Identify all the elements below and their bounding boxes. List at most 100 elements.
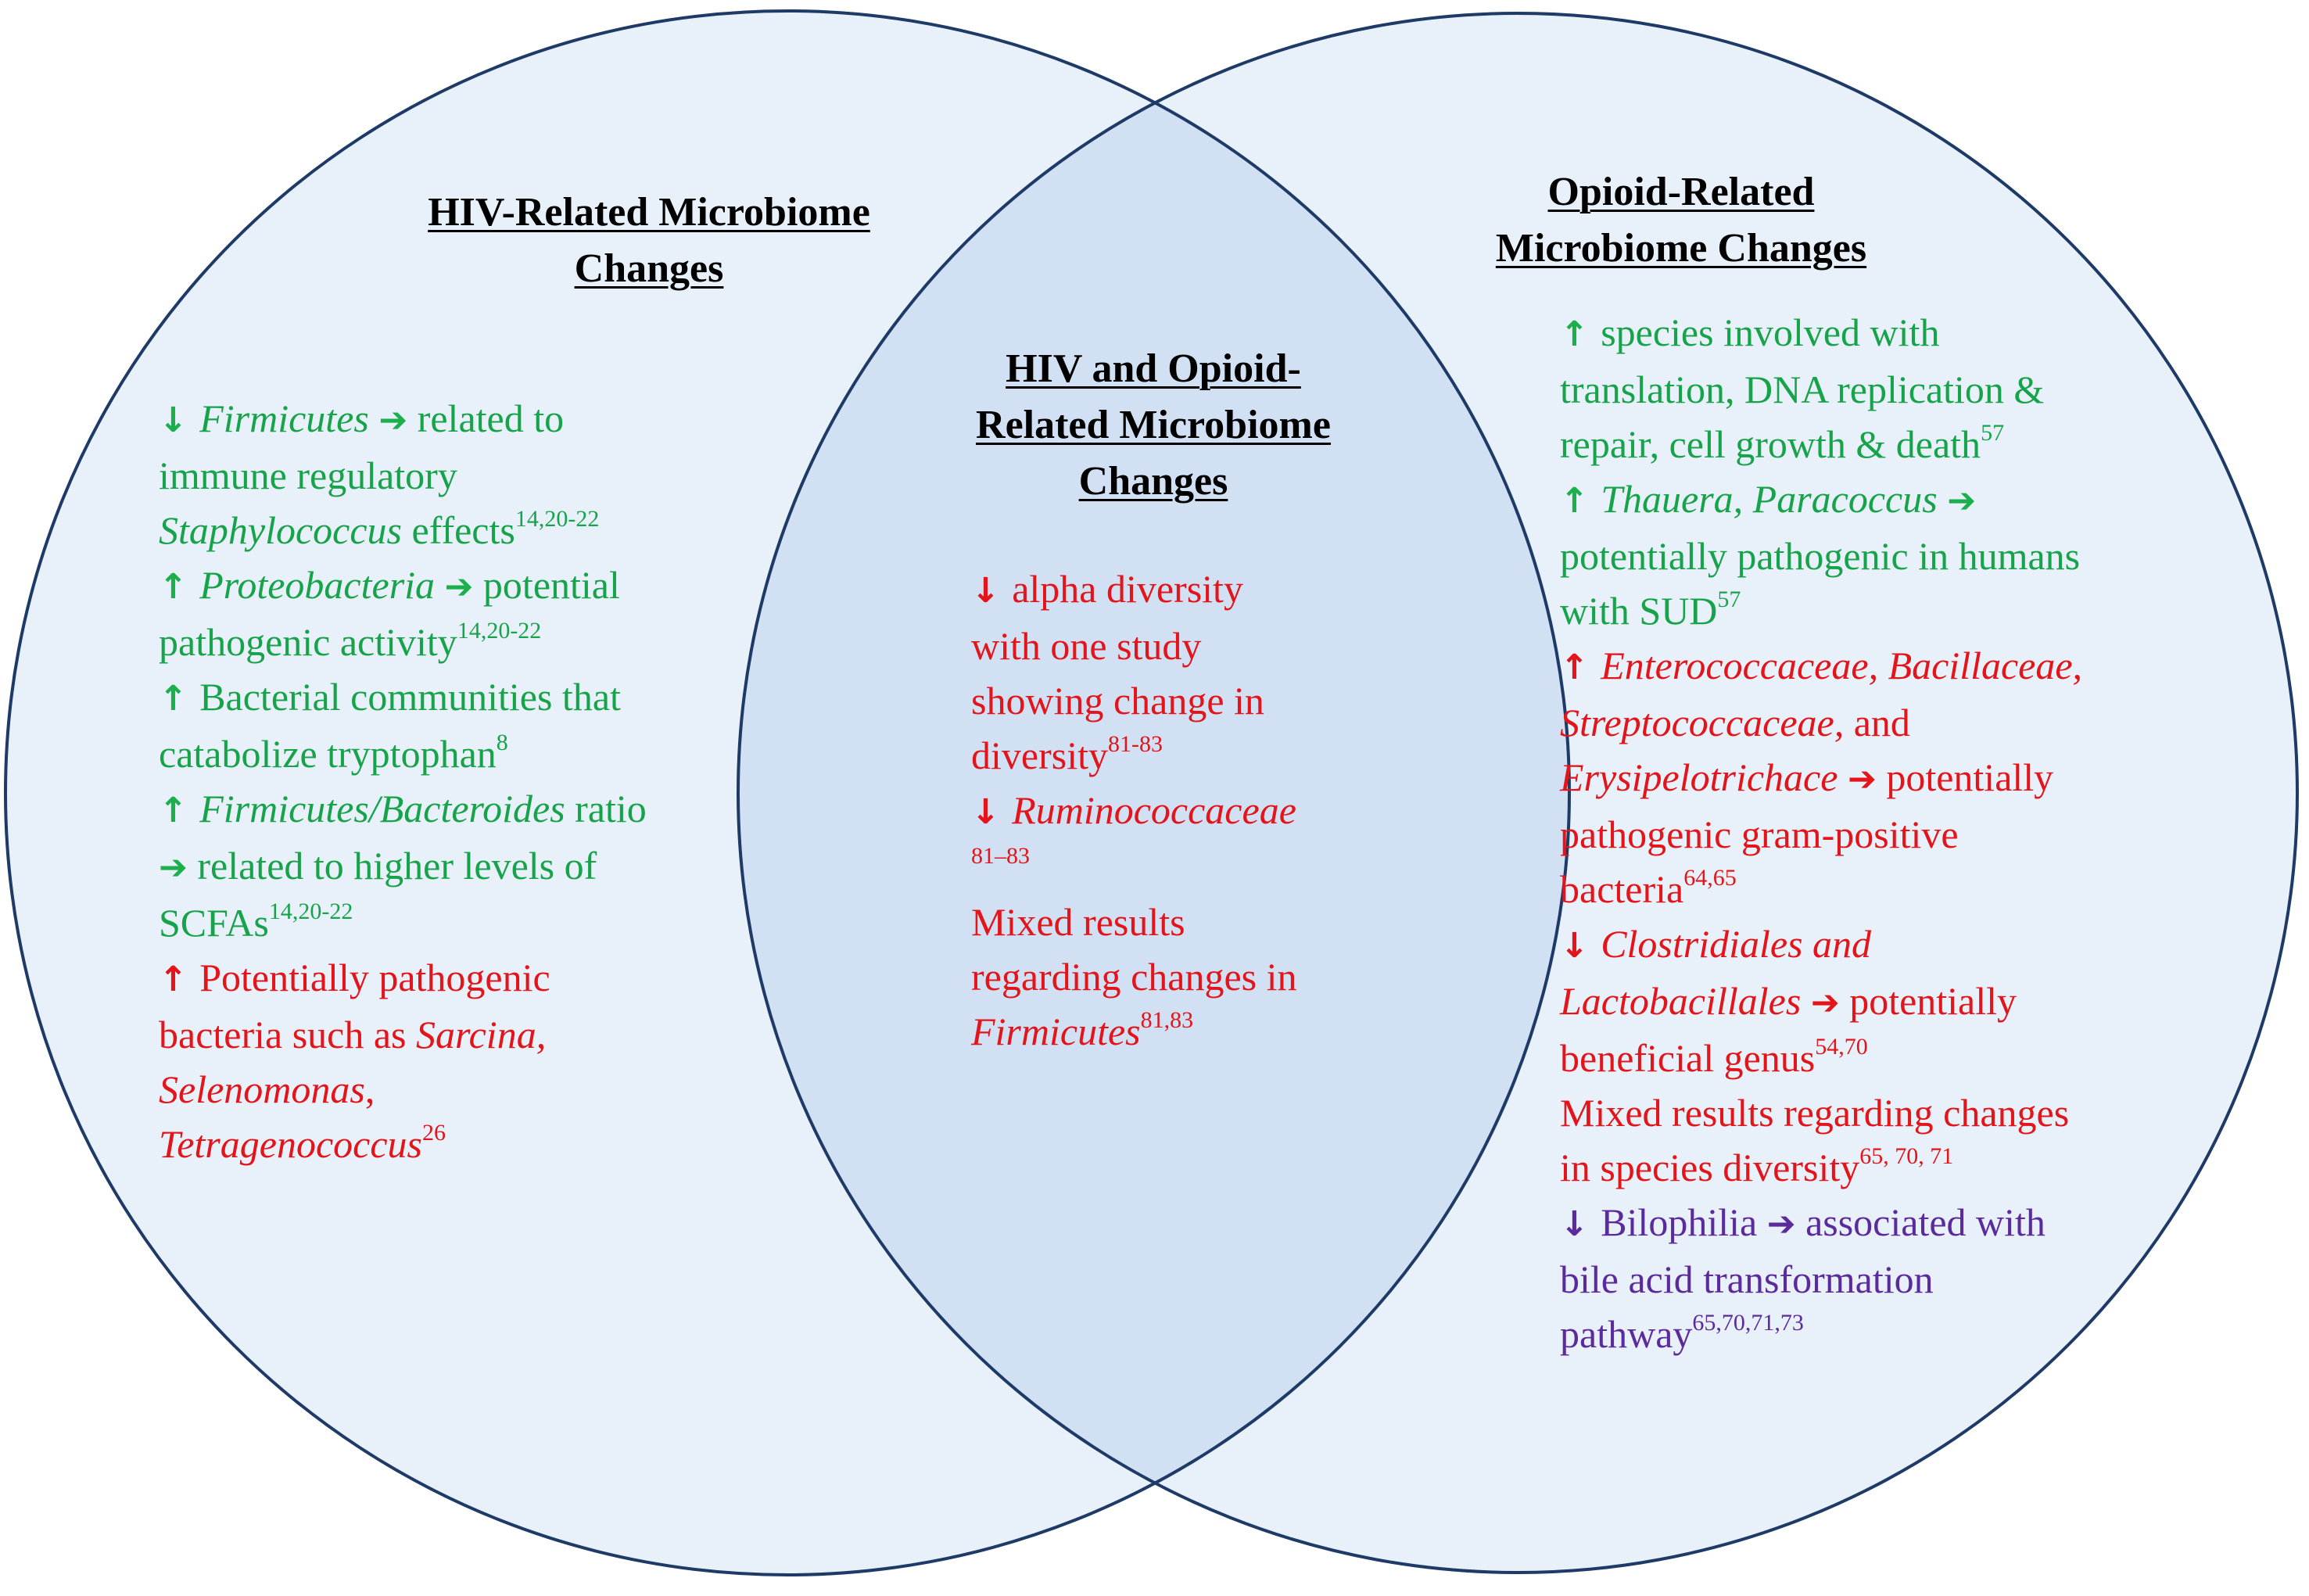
down-arrow-icon: ↓ bbox=[159, 400, 200, 440]
item-text: translation, DNA replication & bbox=[1560, 368, 2045, 411]
overlap-heading-text: HIV and Opioid- bbox=[1006, 346, 1301, 391]
hiv-list-item: Selenomonas, bbox=[159, 1062, 647, 1117]
citation: 57 bbox=[1717, 586, 1741, 612]
taxon-name: Selenomonas bbox=[159, 1067, 365, 1111]
up-arrow-icon: ↑ bbox=[159, 791, 200, 830]
overlap-list-item: diversity81-83 bbox=[971, 728, 1297, 783]
overlap-list-item: regarding changes in bbox=[971, 949, 1297, 1004]
item-text bbox=[1838, 755, 1848, 799]
item-text: repair, cell growth & death bbox=[1560, 422, 1981, 466]
right-arrow-icon: ➔ bbox=[1947, 481, 1977, 521]
taxon-name: Firmicutes bbox=[971, 1010, 1141, 1053]
opioid-list-item: Streptococcaceae, and bbox=[1560, 695, 2082, 750]
opioid-list-item: repair, cell growth & death57 bbox=[1560, 417, 2082, 472]
hiv-heading-text: Changes bbox=[574, 246, 724, 291]
opioid-list-item: in species diversity65, 70, 71 bbox=[1560, 1140, 2082, 1195]
up-arrow-icon: ↑ bbox=[159, 567, 200, 607]
right-arrow-icon: ➔ bbox=[1847, 759, 1877, 799]
item-text: alpha diversity bbox=[1012, 567, 1243, 611]
hiv-list-item: ↑ Proteobacteria ➔ potential bbox=[159, 558, 647, 615]
taxon-name: Tetragenococcus bbox=[159, 1122, 422, 1166]
item-text: related to bbox=[407, 396, 565, 440]
opioid-heading-line: Microbiome Changes bbox=[1400, 221, 1963, 277]
opioid-heading-text: Opioid-Related bbox=[1547, 170, 1815, 214]
overlap-list-item: ↓ alpha diversity bbox=[971, 561, 1297, 619]
item-text: effects bbox=[402, 508, 515, 552]
opioid-list-item: Erysipelotrichace ➔ potentially bbox=[1560, 750, 2082, 807]
opioid-list-item: pathway65,70,71,73 bbox=[1560, 1307, 2082, 1361]
item-text bbox=[435, 563, 445, 607]
opioid-circle-outline bbox=[737, 12, 2299, 1574]
citation: 14,20-22 bbox=[515, 506, 600, 532]
item-text: beneficial genus bbox=[1560, 1036, 1816, 1080]
citation: 81-83 bbox=[1107, 731, 1163, 757]
overlap-list-item: showing change in bbox=[971, 673, 1297, 728]
right-arrow-icon: ➔ bbox=[378, 400, 408, 440]
item-text bbox=[1938, 477, 1948, 521]
citation: 64,65 bbox=[1683, 865, 1737, 891]
item-text: associated with bbox=[1795, 1200, 2045, 1244]
taxon-name: Clostridiales and bbox=[1601, 922, 1872, 966]
hiv-list-item: ➔ related to higher levels of bbox=[159, 838, 647, 895]
overlap-list-item: Mixed results bbox=[971, 895, 1297, 949]
opioid-list-item: translation, DNA replication & bbox=[1560, 362, 2082, 417]
hiv-heading-line: HIV-Related Microbiome bbox=[328, 185, 970, 241]
opioid-list-item: ↑ Enterococcaceae, Bacillaceae, bbox=[1560, 638, 2082, 695]
overlap-list: ↓ alpha diversity with one study showing c… bbox=[971, 561, 1297, 1059]
item-text: potentially pathogenic in humans bbox=[1560, 534, 2081, 578]
item-text: Mixed results regarding changes bbox=[1560, 1091, 2070, 1135]
up-arrow-icon: ↑ bbox=[1560, 314, 1601, 354]
item-text: and bbox=[1844, 701, 1910, 744]
hiv-list-item: ↑ Firmicutes/Bacteroides ratio bbox=[159, 781, 647, 838]
citation: 14,20-22 bbox=[457, 618, 542, 644]
citation: 14,20-22 bbox=[268, 898, 353, 924]
right-arrow-icon: ➔ bbox=[1766, 1204, 1796, 1244]
taxon-name: Staphylococcus bbox=[159, 508, 403, 552]
taxon-name: Enterococcaceae, Bacillaceae, bbox=[1601, 644, 2083, 687]
right-arrow-icon: ➔ bbox=[444, 567, 474, 607]
up-arrow-icon: ↑ bbox=[159, 959, 200, 999]
up-arrow-icon: ↑ bbox=[1560, 647, 1601, 687]
hiv-list-item: Tetragenococcus26 bbox=[159, 1117, 647, 1171]
item-text: immune regulatory bbox=[159, 454, 457, 497]
citation: 65, 70, 71 bbox=[1859, 1143, 1954, 1169]
item-text: pathogenic gram-positive bbox=[1560, 812, 1959, 856]
down-arrow-icon: ↓ bbox=[971, 792, 1013, 832]
hiv-list-item: Staphylococcus effects14,20-22 bbox=[159, 503, 647, 558]
hiv-list-item: catabolize tryptophan8 bbox=[159, 726, 647, 781]
item-text: potentially bbox=[1876, 755, 2054, 799]
item-text: pathway bbox=[1560, 1312, 1693, 1356]
overlap-region bbox=[738, 13, 1569, 1573]
item-text: in species diversity bbox=[1560, 1146, 1860, 1189]
opioid-heading-text: Microbiome Changes bbox=[1495, 226, 1867, 271]
item-text bbox=[1801, 979, 1811, 1023]
item-text: related to higher levels of bbox=[187, 844, 597, 888]
opioid-list-item: with SUD57 bbox=[1560, 583, 2082, 638]
hiv-list-item: immune regulatory bbox=[159, 448, 647, 503]
down-arrow-icon: ↓ bbox=[1560, 1204, 1601, 1244]
overlap-list-item: with one study bbox=[971, 619, 1297, 673]
hiv-circle-outline bbox=[4, 9, 1571, 1576]
opioid-list-item: ↓ Bilophilia ➔ associated with bbox=[1560, 1195, 2082, 1252]
opioid-list-item: bacteria64,65 bbox=[1560, 862, 2082, 916]
opioid-list-item: Mixed results regarding changes bbox=[1560, 1085, 2082, 1140]
item-text bbox=[369, 396, 379, 440]
opioid-list-item: Lactobacillales ➔ potentially bbox=[1560, 974, 2082, 1031]
opioid-list-item: ↑ Thauera, Paracoccus ➔ bbox=[1560, 472, 2082, 529]
hiv-list-item: pathogenic activity14,20-22 bbox=[159, 615, 647, 669]
hiv-list-item: ↓ Firmicutes ➔ related to bbox=[159, 391, 647, 448]
overlap-heading-text: Related Microbiome bbox=[976, 403, 1331, 447]
hiv-list-item: ↑ Bacterial communities that bbox=[159, 669, 647, 726]
item-text: bacteria such as bbox=[159, 1013, 417, 1056]
item-text: with one study bbox=[971, 624, 1202, 668]
hiv-list: ↓ Firmicutes ➔ related to immune regulato… bbox=[159, 391, 647, 1171]
item-text: Potentially pathogenic bbox=[199, 956, 550, 999]
overlap-list-item: 81–83 bbox=[971, 840, 1297, 895]
taxon-name: Lactobacillales bbox=[1560, 979, 1802, 1023]
item-text: bile acid transformation bbox=[1560, 1257, 1934, 1301]
citation: 8 bbox=[496, 730, 508, 755]
